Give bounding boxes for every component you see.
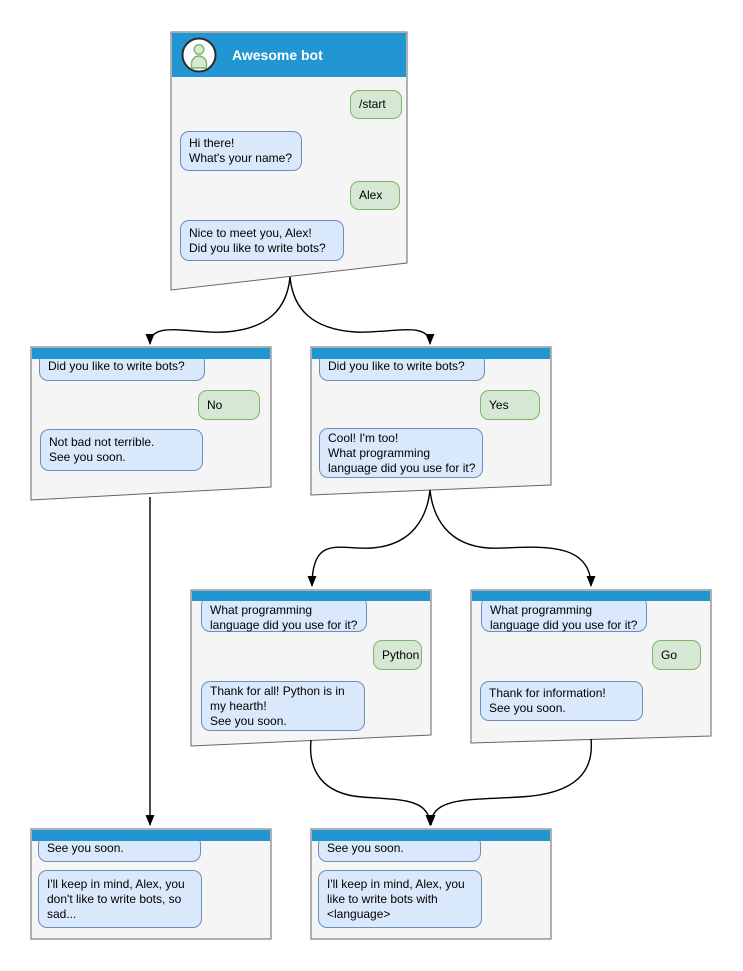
message-bubble-alex: Alex xyxy=(350,181,400,210)
message-bubble-keep-in-mind-no: I'll keep in mind, Alex, you don't like … xyxy=(38,870,202,928)
main-window-header: Awesome bot xyxy=(172,33,406,77)
bot-title: Awesome bot xyxy=(232,47,323,63)
message-bubble-go: Go xyxy=(652,640,701,670)
message-bubble-what-language-go: What programming language did you use fo… xyxy=(481,596,647,632)
arrow-main-to-no xyxy=(145,276,291,345)
arrow-yes-to-go xyxy=(429,489,596,587)
branch-yes-window-header xyxy=(312,348,550,359)
message-bubble-thank-for-all: Thank for all! Python is in my hearth! S… xyxy=(201,681,365,731)
branch-python-window-header xyxy=(192,591,430,601)
arrow-main-to-yes xyxy=(289,276,435,345)
message-bubble-thank-for-information: Thank for information! See you soon. xyxy=(480,681,643,721)
branch-no-window-header xyxy=(32,348,270,359)
message-bubble-yes: Yes xyxy=(480,390,540,420)
arrow-yes-to-python xyxy=(307,489,431,587)
arrow-python-to-end xyxy=(309,739,435,826)
message-bubble-keep-in-mind-yes: I'll keep in mind, Alex, you like to wri… xyxy=(318,870,482,928)
message-bubble-start-command: /start xyxy=(350,90,402,119)
end-yes-window-header xyxy=(312,830,550,841)
branch-go-window-header xyxy=(472,591,710,601)
message-bubble-not-bad: Not bad not terrible. See you soon. xyxy=(40,429,203,471)
message-bubble-nice-to-meet: Nice to meet you, Alex! Did you like to … xyxy=(180,220,344,261)
message-bubble-python: Python xyxy=(373,640,422,670)
arrow-go-to-end xyxy=(426,738,593,826)
message-bubble-hi-there: Hi there! What's your name? xyxy=(180,131,302,171)
message-bubble-no: No xyxy=(198,390,260,420)
bot-avatar-icon xyxy=(181,37,217,73)
message-bubble-what-language-python: What programming language did you use fo… xyxy=(201,596,367,632)
end-no-window-header xyxy=(32,830,270,841)
message-bubble-cool-im-too: Cool! I'm too! What programming language… xyxy=(319,428,483,478)
